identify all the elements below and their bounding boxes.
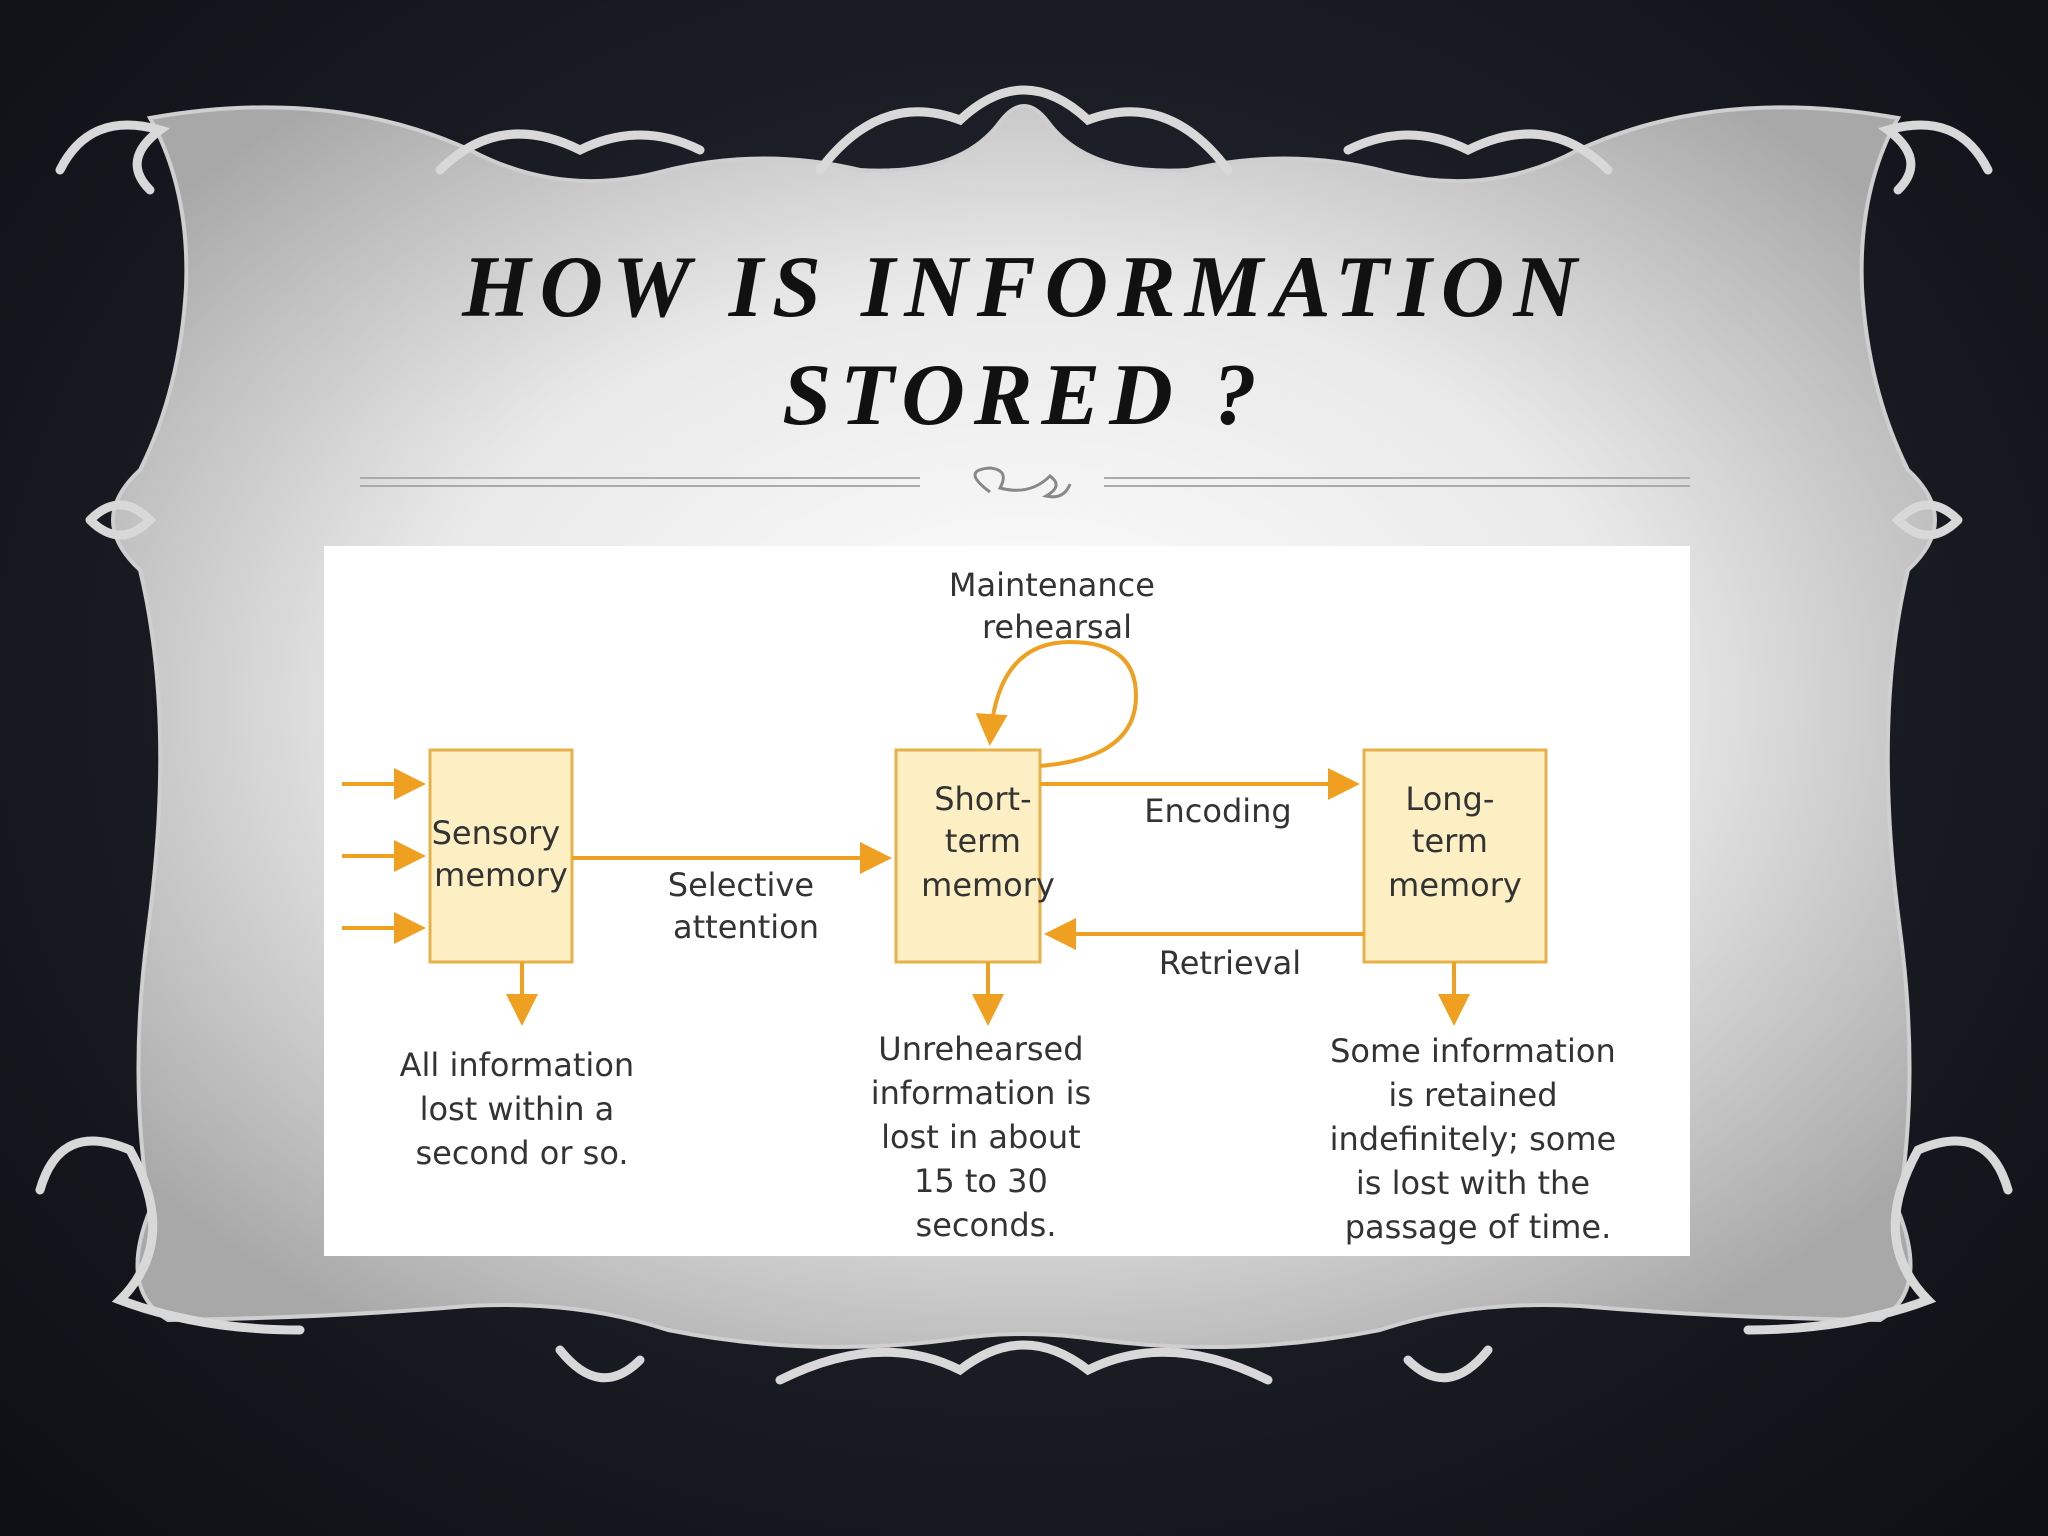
long-term-memory-box — [1362, 748, 1548, 964]
slide-title-line-2: STORED ? — [782, 347, 1266, 444]
maintenance-rehearsal-label: Maintenance rehearsal — [949, 566, 1165, 646]
sensory-note: All information lost within a second or … — [400, 1046, 645, 1172]
long-term-memory-label: Long- term memory — [1388, 780, 1522, 904]
retrieval-label: Retrieval — [1159, 944, 1301, 982]
selective-attention-label: Selective attention — [668, 866, 824, 946]
divider — [360, 466, 1690, 499]
slide-title-line-1: HOW IS INFORMATION — [462, 239, 1586, 336]
short-term-memory-box — [894, 748, 1042, 964]
long-term-note: Some information is retained indefinitel… — [1330, 1032, 1627, 1246]
divider-flourish-icon — [973, 466, 1072, 499]
short-term-note: Unrehearsed information is lost in about… — [871, 1030, 1102, 1244]
sensory-memory-label: Sensory memory — [432, 814, 571, 894]
scroll-ornaments — [35, 85, 2013, 1385]
encoding-label: Encoding — [1144, 792, 1291, 830]
memory-model-diagram: Maintenance rehearsal Sensory memory Sho… — [324, 546, 1690, 1256]
short-term-memory-label: Short- term memory — [921, 780, 1055, 904]
maintenance-rehearsal-loop — [975, 639, 1139, 768]
